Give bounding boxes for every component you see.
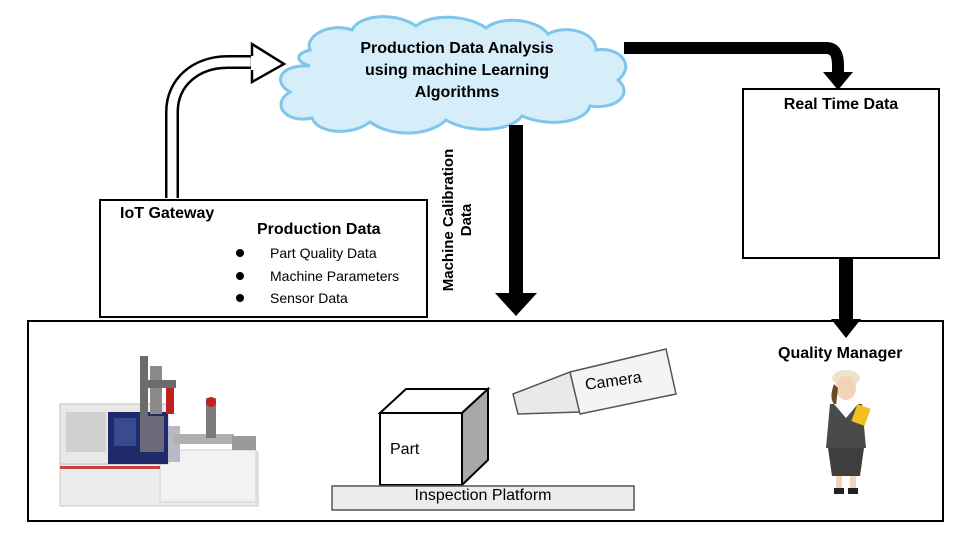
production-data-title: Production Data: [257, 221, 381, 238]
production-data-list: Part Quality Data Machine Parameters Sen…: [234, 243, 399, 311]
calibration-line-1: Machine Calibration: [440, 148, 457, 292]
realtime-data-box: [742, 88, 940, 259]
part-label: Part: [390, 441, 420, 458]
inspection-platform: [331, 485, 635, 511]
quality-manager-title: Quality Manager: [778, 345, 903, 362]
calibration-line-2: Data: [458, 203, 475, 237]
iot-gateway-box: [99, 199, 428, 318]
shopfloor-box: [27, 320, 944, 522]
calibration-arrow: [495, 125, 537, 316]
inspection-platform-label: Inspection Platform: [414, 487, 552, 504]
list-item: Machine Parameters: [234, 266, 399, 289]
camera-shape: [512, 348, 677, 415]
bullet-icon: [236, 249, 244, 257]
cloud-shape: [279, 15, 628, 135]
cloud-line-2: using machine Learning: [364, 62, 550, 79]
quality-manager-figure: [826, 370, 871, 494]
cloud-line-3: Algorithms: [414, 84, 500, 101]
list-item: Part Quality Data: [234, 243, 399, 266]
cloud-label: Production Data Analysis using machine L…: [318, 38, 596, 104]
realtime-to-manager-arrow: [831, 259, 861, 338]
bullet-icon: [236, 294, 244, 302]
cloud-line-1: Production Data Analysis: [360, 40, 554, 57]
calibration-label: Machine Calibration Data: [440, 130, 476, 310]
iot-gateway-title: IoT Gateway: [120, 205, 215, 222]
realtime-data-title: Real Time Data: [783, 96, 899, 113]
list-item: Sensor Data: [234, 288, 399, 311]
cloud-to-realtime-arrow: [624, 42, 853, 90]
part-cube: [377, 386, 491, 488]
injection-molding-machine: [59, 356, 259, 507]
gateway-to-cloud-arrow: [165, 41, 287, 198]
bullet-icon: [236, 271, 244, 280]
